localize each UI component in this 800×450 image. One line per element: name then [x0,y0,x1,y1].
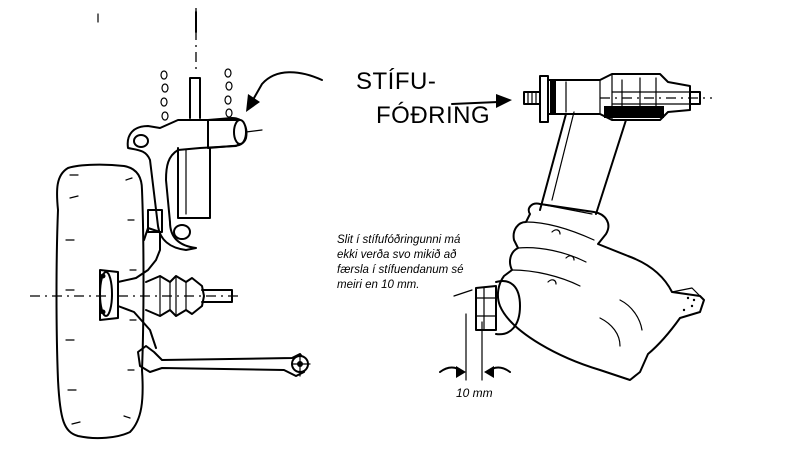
note-line3: færsla í stífuendanum sé [337,264,464,276]
note-line1: Slit í stífufóðringunni má [337,234,461,246]
note-line2: ekki verða svo mikið að [337,249,457,261]
note-line4: meiri en 10 mm. [337,279,420,291]
coil-spring-right [224,68,233,118]
suspension-assembly [30,8,311,440]
hand-illustration [496,202,705,381]
pointer-arrow-right [451,94,512,108]
bushing-detail [523,73,712,123]
part-name-line1: STÍFU- [356,68,437,95]
measurement-label: 10 mm [456,386,493,400]
pointer-arrow-left [246,71,323,112]
control-arm-detail [539,111,627,215]
coil-spring-left [160,70,169,121]
part-name-line2: FÓÐRING [376,102,491,129]
lower-control-arm [137,345,311,377]
stay-end [475,280,521,336]
hub-knuckle [99,209,163,349]
upper-mount [126,117,263,251]
wheel-tire [55,163,145,440]
measurement-indicator [439,313,511,381]
